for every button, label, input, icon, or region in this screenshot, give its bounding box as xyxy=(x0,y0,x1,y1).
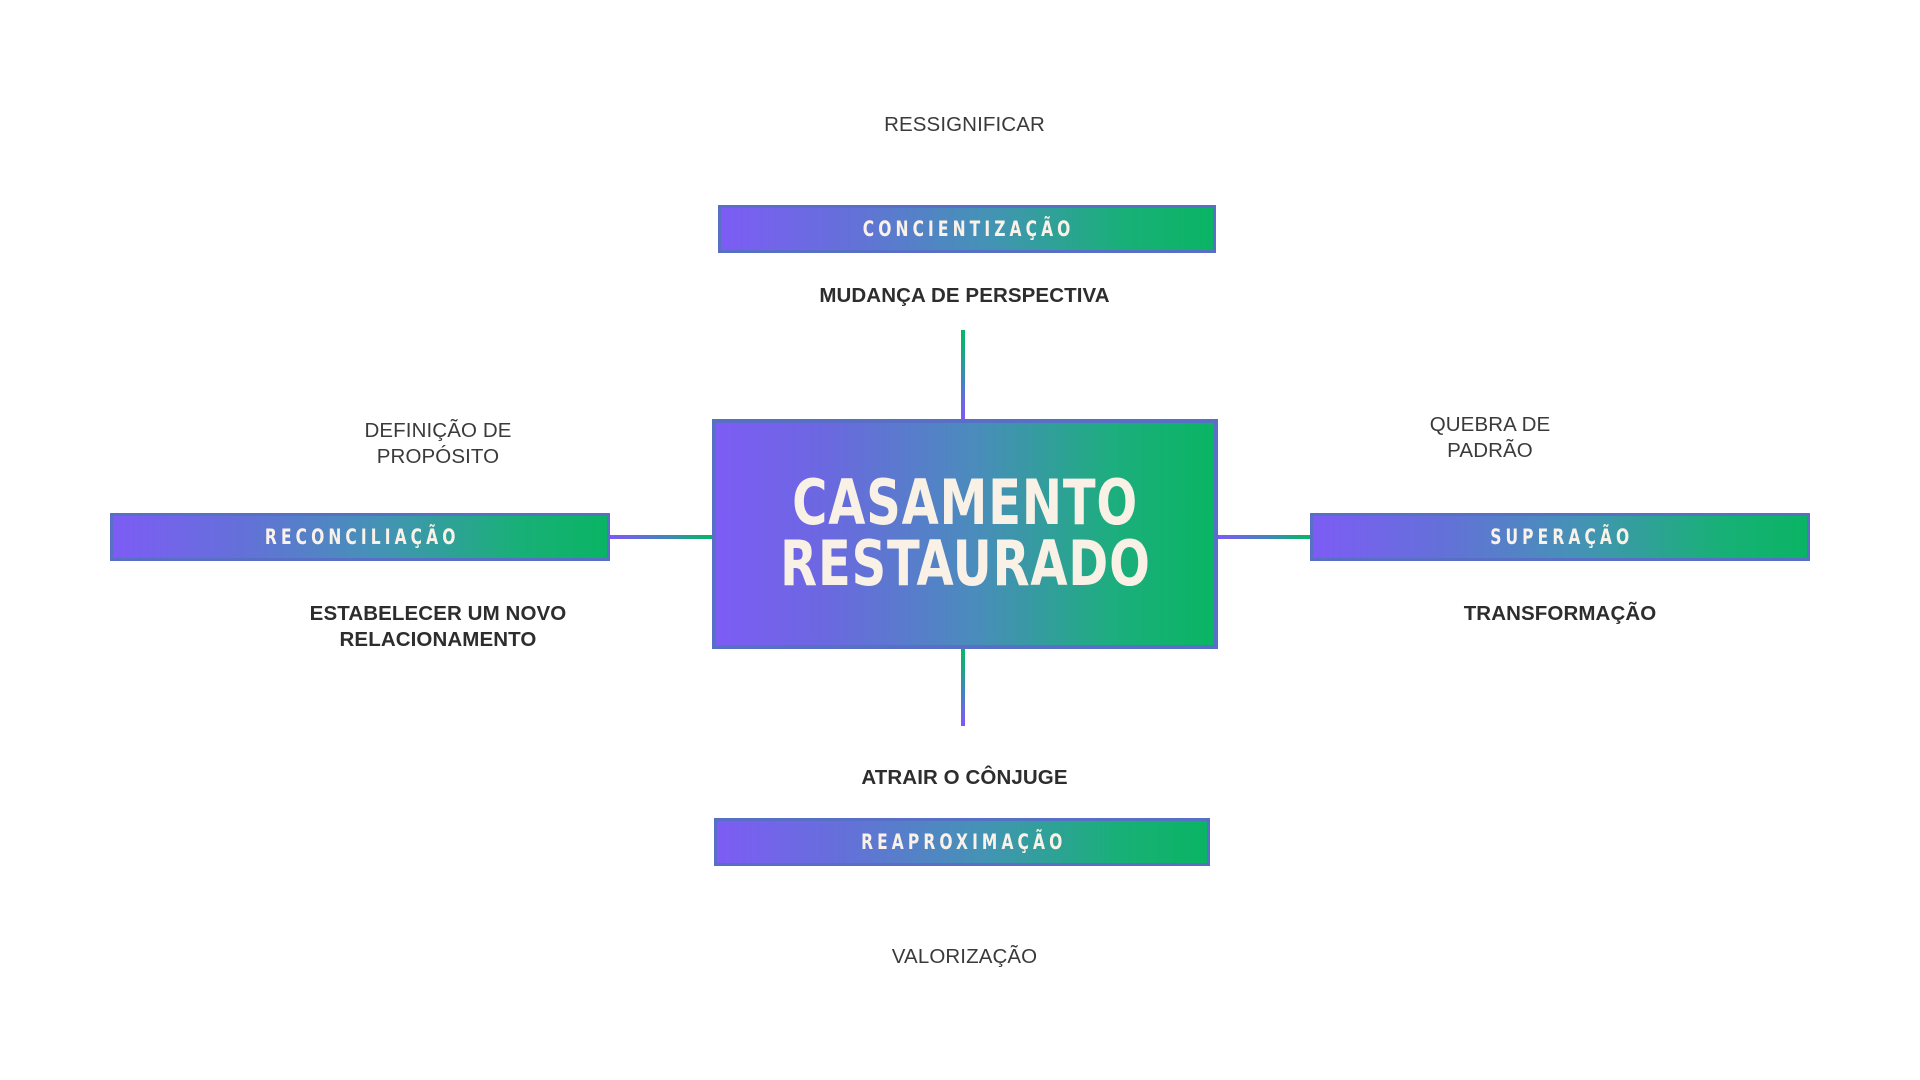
bar-concientizacao[interactable]: CONCIENTIZAÇÃO xyxy=(718,205,1216,253)
bar-reaproximacao[interactable]: REAPROXIMAÇÃO xyxy=(714,818,1210,866)
right-outer-label: QUEBRA DE PADRÃO xyxy=(1429,413,1551,463)
bottom-outer-label: VALORIZAÇÃO xyxy=(891,945,1038,968)
bar-reaproximacao-label: REAPROXIMAÇÃO xyxy=(861,830,1067,854)
bar-concientizacao-label: CONCIENTIZAÇÃO xyxy=(863,217,1075,241)
bar-reconciliacao-label: RECONCILIAÇÃO xyxy=(264,525,460,549)
bottom-inner-label: ATRAIR O CÔNJUGE xyxy=(861,766,1068,789)
center-title-line1: CASAMENTO xyxy=(792,466,1138,540)
connector-left xyxy=(608,535,716,539)
center-title-line2: RESTAURADO xyxy=(779,527,1151,600)
top-outer-label: RESSIGNIFICAR xyxy=(884,113,1045,136)
bar-superacao[interactable]: SUPERAÇÃO xyxy=(1310,513,1810,561)
top-inner-label: MUDANÇA DE PERSPECTIVA xyxy=(819,284,1110,307)
bar-reconciliacao[interactable]: RECONCILIAÇÃO xyxy=(110,513,610,561)
connector-bottom xyxy=(961,648,965,726)
right-inner-label: TRANSFORMAÇÃO xyxy=(1463,602,1657,625)
center-node[interactable]: CASAMENTO RESTAURADO xyxy=(712,419,1218,649)
left-outer-label: DEFINIÇÃO DE PROPÓSITO xyxy=(364,419,512,469)
bar-superacao-label: SUPERAÇÃO xyxy=(1490,525,1634,549)
left-inner-label: ESTABELECER UM NOVO RELACIONAMENTO xyxy=(309,602,567,652)
connector-top xyxy=(961,330,965,420)
connector-right xyxy=(1214,535,1314,539)
